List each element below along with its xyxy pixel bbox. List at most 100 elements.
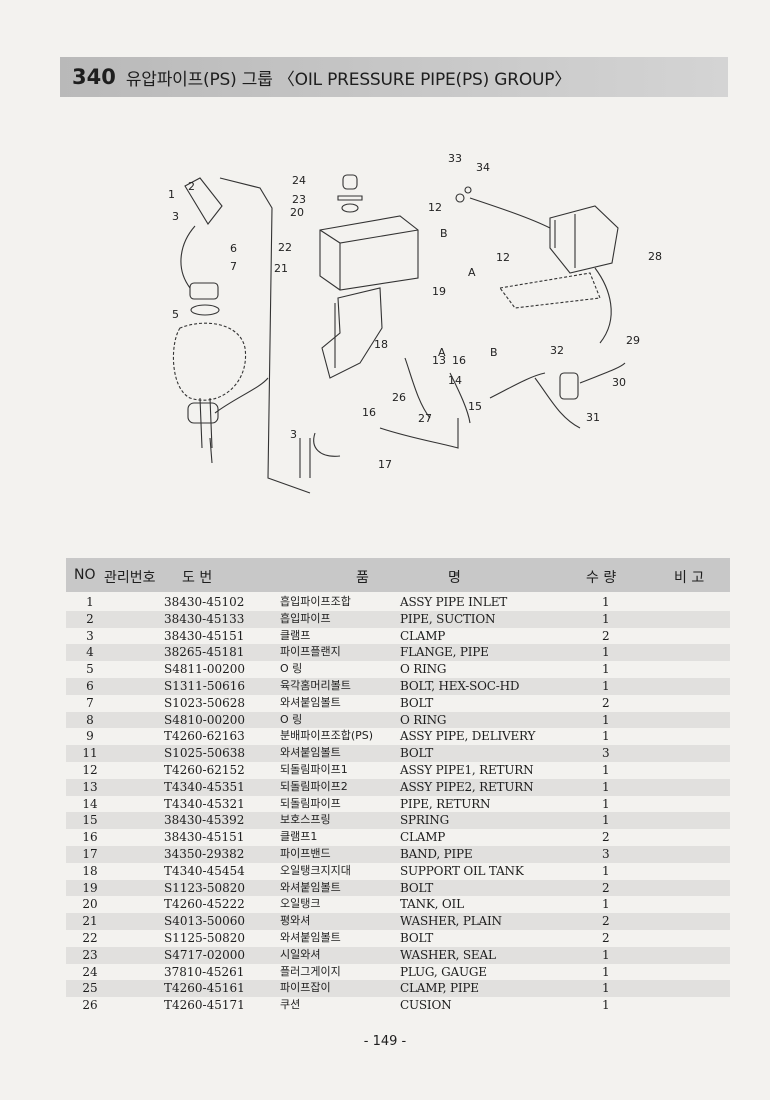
part-code: T4260-45161 xyxy=(164,981,245,996)
part-no: 7 xyxy=(86,695,94,710)
part-no: 24 xyxy=(82,964,98,979)
part-no: 14 xyxy=(82,796,98,811)
svg-text:B: B xyxy=(440,227,448,240)
part-code: T4340-45454 xyxy=(164,863,245,878)
part-name-korean: 오일탱크 xyxy=(280,897,321,911)
part-code: S1123-50820 xyxy=(164,880,245,895)
part-qty: 3 xyxy=(602,846,610,861)
svg-text:A: A xyxy=(468,266,476,279)
part-qty: 1 xyxy=(602,947,610,962)
part-no: 19 xyxy=(82,880,98,895)
part-name: ASSY PIPE2, RETURN xyxy=(400,779,534,794)
part-qty: 2 xyxy=(602,930,610,945)
part-no: 2 xyxy=(86,611,94,626)
part-name-korean: 되돌림파이프2 xyxy=(280,779,348,793)
part-name: ASSY PIPE1, RETURN xyxy=(400,762,534,777)
svg-text:31: 31 xyxy=(586,411,600,424)
part-name: PLUG, GAUGE xyxy=(400,964,487,979)
part-code: T4260-62163 xyxy=(164,729,245,744)
part-qty: 3 xyxy=(602,746,610,761)
part-name-korean: 시일와셔 xyxy=(280,947,321,961)
part-no: 15 xyxy=(82,813,98,828)
col-item: 품 xyxy=(356,570,369,586)
part-name: WASHER, SEAL xyxy=(400,947,496,962)
part-code: T4340-45351 xyxy=(164,779,245,794)
part-name-korean: 와셔붙임볼트 xyxy=(280,880,341,894)
part-code: S1025-50638 xyxy=(164,746,245,761)
svg-text:12: 12 xyxy=(428,201,442,214)
part-name: PIPE, SUCTION xyxy=(400,611,496,626)
part-name: BOLT, HEX-SOC-HD xyxy=(400,678,520,693)
svg-text:13: 13 xyxy=(432,354,446,367)
part-no: 11 xyxy=(82,746,98,761)
part-qty: 1 xyxy=(602,729,610,744)
part-name-korean: 분배파이프조합(PS) xyxy=(280,729,374,743)
part-no: 26 xyxy=(82,998,98,1013)
part-name: SPRING xyxy=(400,813,449,828)
part-name-korean: 와셔붙임볼트 xyxy=(280,695,341,709)
part-qty: 1 xyxy=(602,662,610,677)
part-name: BAND, PIPE xyxy=(400,846,473,861)
part-name-korean: 클램프1 xyxy=(280,830,318,844)
part-code: S1023-50628 xyxy=(164,695,245,710)
part-name: ASSY PIPE INLET xyxy=(400,595,508,609)
svg-text:B: B xyxy=(490,346,498,359)
svg-text:23: 23 xyxy=(292,193,306,206)
part-qty: 2 xyxy=(602,830,610,845)
part-code: T4260-45222 xyxy=(164,897,245,912)
part-qty: 1 xyxy=(602,863,610,878)
svg-text:20: 20 xyxy=(290,206,304,219)
part-name-korean: 흡입파이프 xyxy=(280,611,331,625)
svg-text:17: 17 xyxy=(378,458,392,471)
part-code: 34350-29382 xyxy=(164,846,245,861)
part-name: FLANGE, PIPE xyxy=(400,645,489,660)
part-code: T4260-45171 xyxy=(164,998,245,1013)
svg-text:15: 15 xyxy=(468,400,482,413)
part-name-korean: 와셔붙임볼트 xyxy=(280,930,341,944)
part-name: CLAMP, PIPE xyxy=(400,981,479,996)
svg-text:21: 21 xyxy=(274,262,288,275)
svg-text:12: 12 xyxy=(496,251,510,264)
svg-text:33: 33 xyxy=(448,152,462,165)
page-number: - 149 - xyxy=(363,1034,407,1049)
part-name-korean: 클램프 xyxy=(280,628,311,642)
svg-text:19: 19 xyxy=(432,285,446,298)
part-name: CLAMP xyxy=(400,830,446,845)
part-name: O RING xyxy=(400,712,447,727)
part-code: 38430-45102 xyxy=(164,595,245,609)
svg-text:24: 24 xyxy=(292,174,306,187)
part-code: 38430-45392 xyxy=(164,813,245,828)
svg-text:14: 14 xyxy=(448,374,462,387)
part-qty: 1 xyxy=(602,796,610,811)
part-no: 20 xyxy=(82,897,98,912)
part-code: S1311-50616 xyxy=(164,678,245,693)
part-code: 38430-45151 xyxy=(164,628,245,643)
section-header: 340 유압파이프(PS) 그룹 〈OIL PRESSURE PIPE(PS) … xyxy=(60,57,728,97)
part-name: CUSION xyxy=(400,998,452,1013)
part-no: 8 xyxy=(86,712,94,727)
part-name: PIPE, RETURN xyxy=(400,796,491,811)
part-code: T4340-45321 xyxy=(164,796,245,811)
col-remark: 비 고 xyxy=(674,570,705,586)
svg-text:16: 16 xyxy=(452,354,466,367)
part-no: 21 xyxy=(82,914,98,929)
part-qty: 1 xyxy=(602,678,610,693)
part-no: 1 xyxy=(86,595,94,609)
part-code: S4013-50060 xyxy=(164,914,245,929)
part-name-korean: 파이프밴드 xyxy=(280,846,331,860)
part-qty: 1 xyxy=(602,611,610,626)
part-qty: 1 xyxy=(602,897,610,912)
part-qty: 1 xyxy=(602,712,610,727)
part-name-korean: 육각홈머리볼트 xyxy=(280,678,351,692)
svg-text:29: 29 xyxy=(626,334,640,347)
